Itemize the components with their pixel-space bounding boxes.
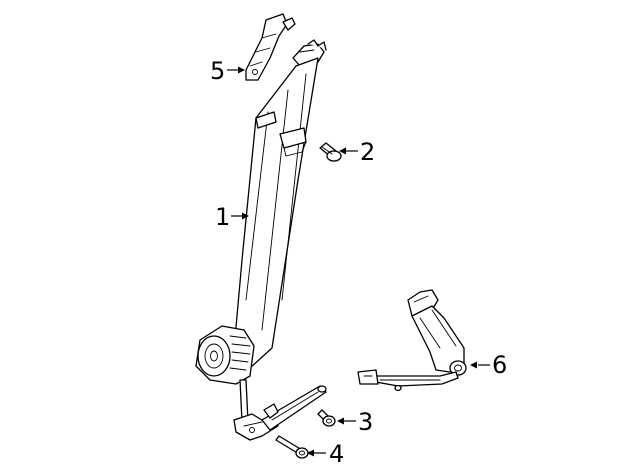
callout-6: 6 xyxy=(492,351,507,379)
callout-4: 4 xyxy=(329,440,344,468)
part-3-bolt xyxy=(317,409,336,427)
callout-1: 1 xyxy=(215,203,230,231)
callout-2: 2 xyxy=(360,138,375,166)
callout-5: 5 xyxy=(210,57,225,85)
part-5-height-adjuster-bracket xyxy=(245,13,296,81)
part-4-long-bolt xyxy=(275,435,309,459)
part-1-seat-belt-assembly xyxy=(195,39,327,441)
callout-labels: 1 2 3 4 5 6 xyxy=(210,57,507,468)
part-2-bolt xyxy=(319,142,342,162)
callout-3: 3 xyxy=(358,408,373,436)
leader-lines xyxy=(227,66,490,457)
part-6-buckle-assembly xyxy=(357,289,467,392)
